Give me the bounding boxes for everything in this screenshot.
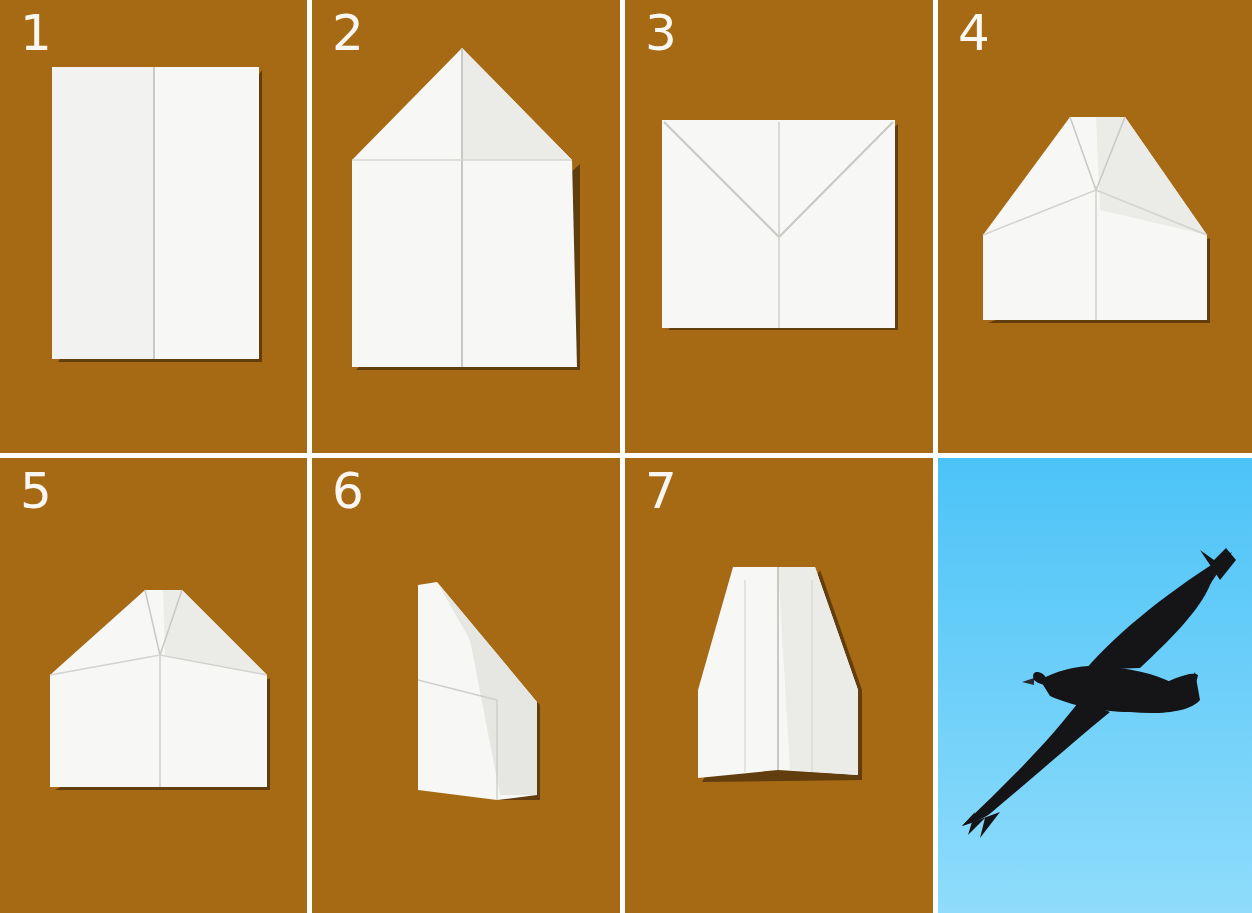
step-number: 7	[645, 466, 677, 516]
step-number: 3	[645, 8, 677, 58]
step-number: 4	[958, 8, 990, 58]
step-number: 2	[332, 8, 364, 58]
step-number: 1	[20, 8, 52, 58]
step-number: 5	[20, 466, 52, 516]
step-number: 6	[332, 466, 364, 516]
